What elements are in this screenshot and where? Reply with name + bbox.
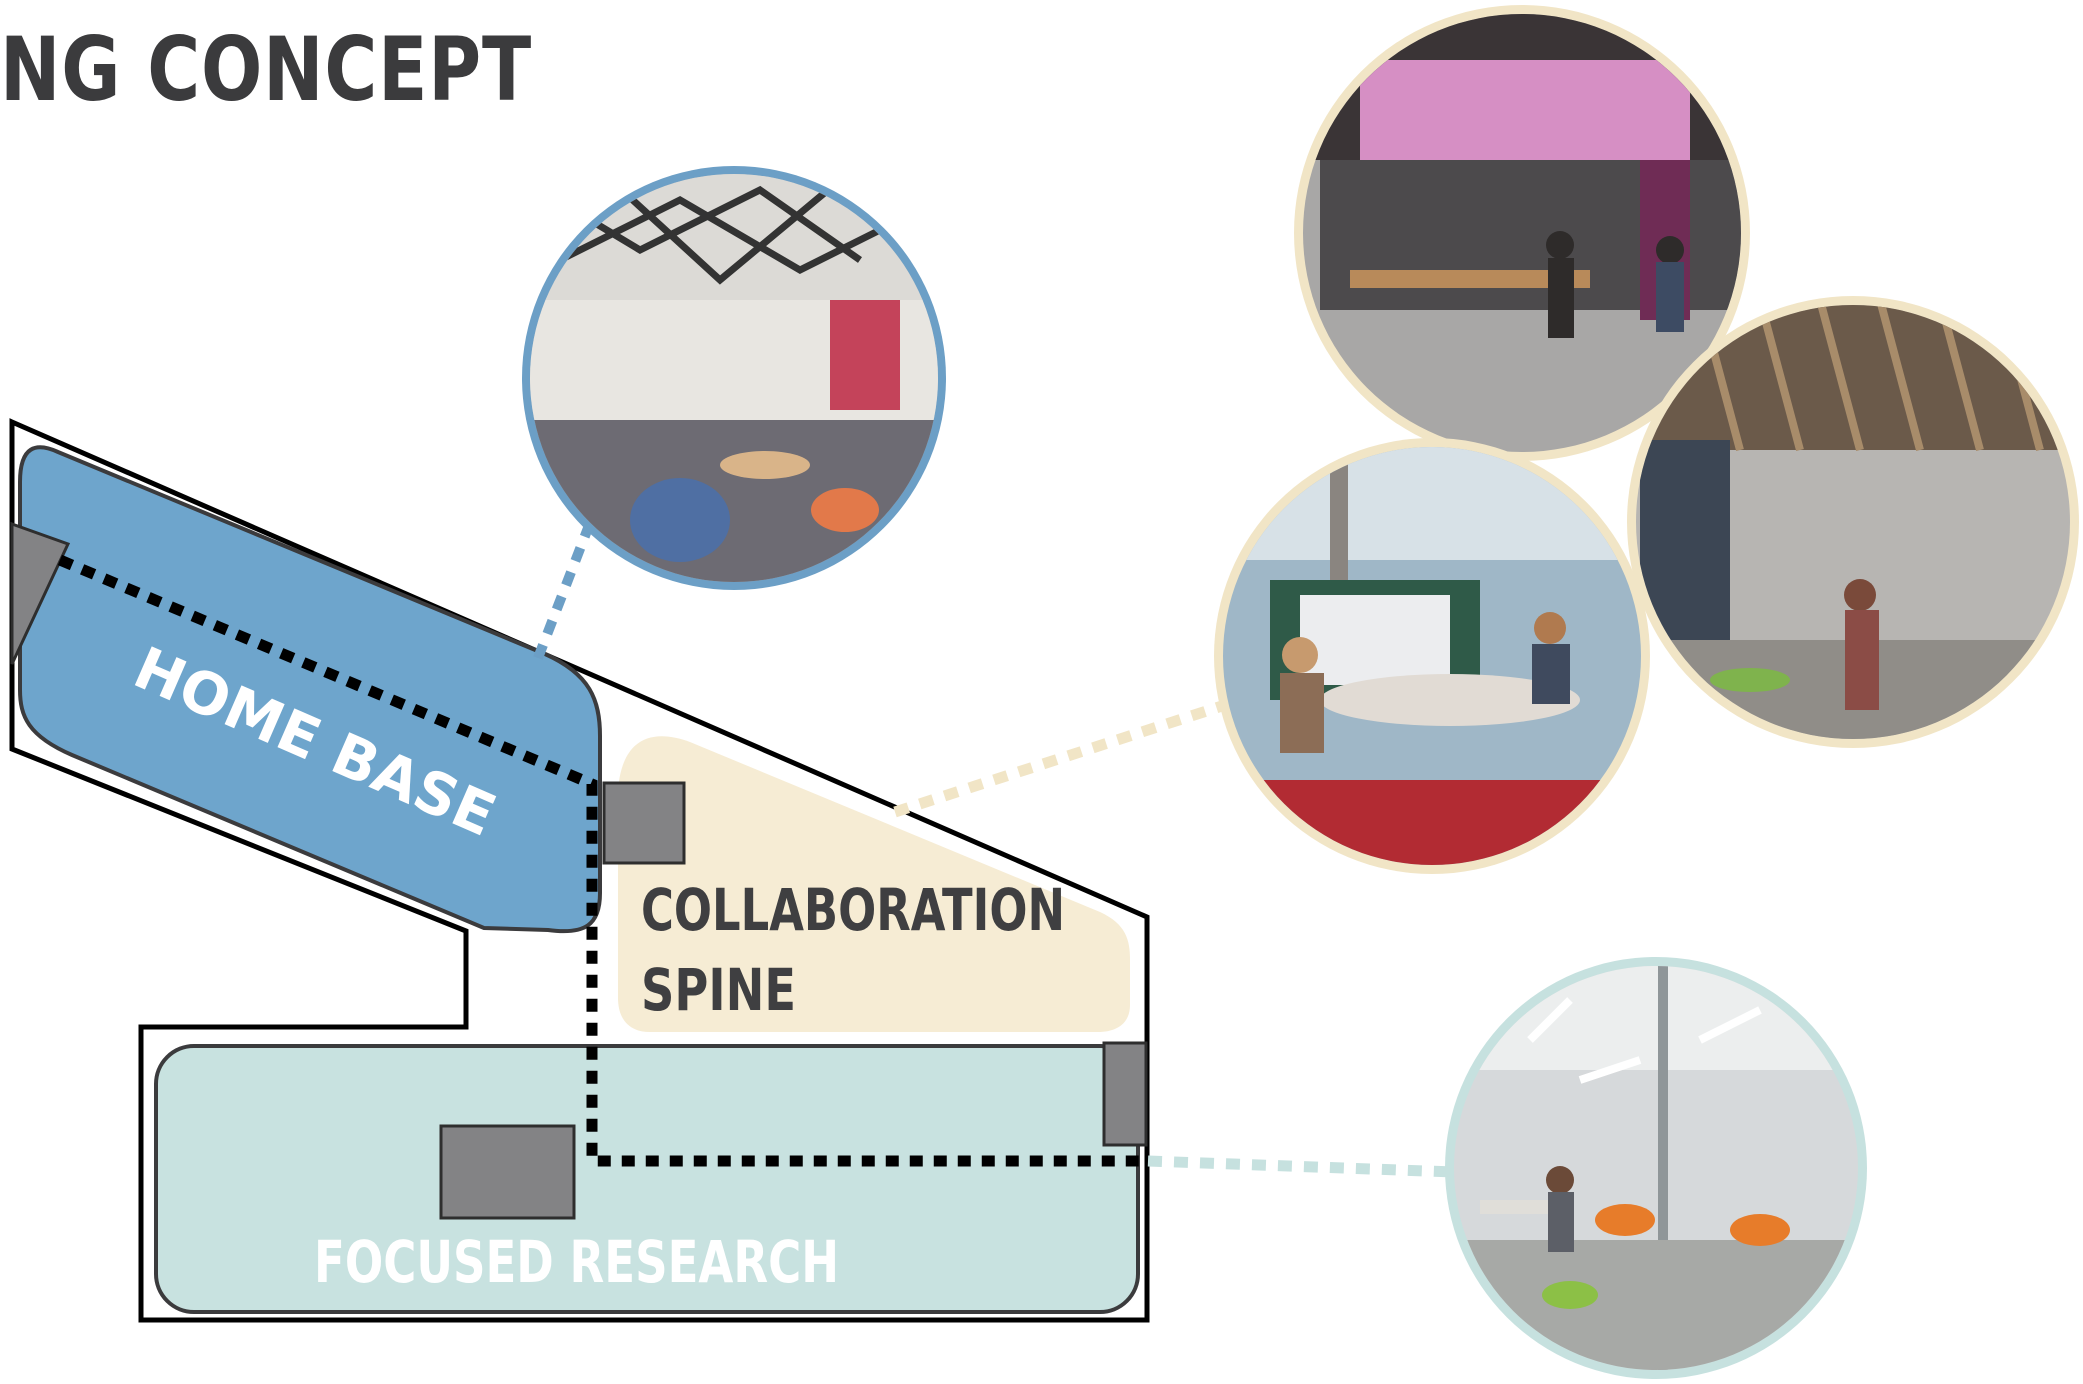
page-title: NG CONCEPT — [0, 18, 533, 121]
circulation-path — [57, 554, 1140, 1167]
focused-research-zone — [154, 1044, 1140, 1314]
studio-photo-icon — [1294, 5, 1750, 461]
collaboration-spine-zone — [618, 736, 1130, 1032]
collaboration-label-line2: SPINE — [641, 956, 796, 1024]
home-base-connector — [533, 526, 593, 660]
collaboration-label-line1: COLLABORATION — [641, 876, 1065, 944]
core-element-research-east — [1102, 1041, 1148, 1147]
meeting-photo-icon — [1214, 438, 1650, 874]
corridor-photo-icon — [1627, 296, 2079, 748]
home-base-zone — [18, 445, 602, 934]
lab-photo-icon — [1445, 957, 1867, 1379]
collaboration-connector — [893, 700, 1224, 818]
core-element-spine — [602, 781, 686, 865]
research-connector — [1147, 1155, 1455, 1178]
core-element-triangle — [10, 521, 71, 665]
core-element-research — [439, 1124, 576, 1220]
focused-research-label: FOCUSED RESEARCH — [314, 1228, 839, 1296]
